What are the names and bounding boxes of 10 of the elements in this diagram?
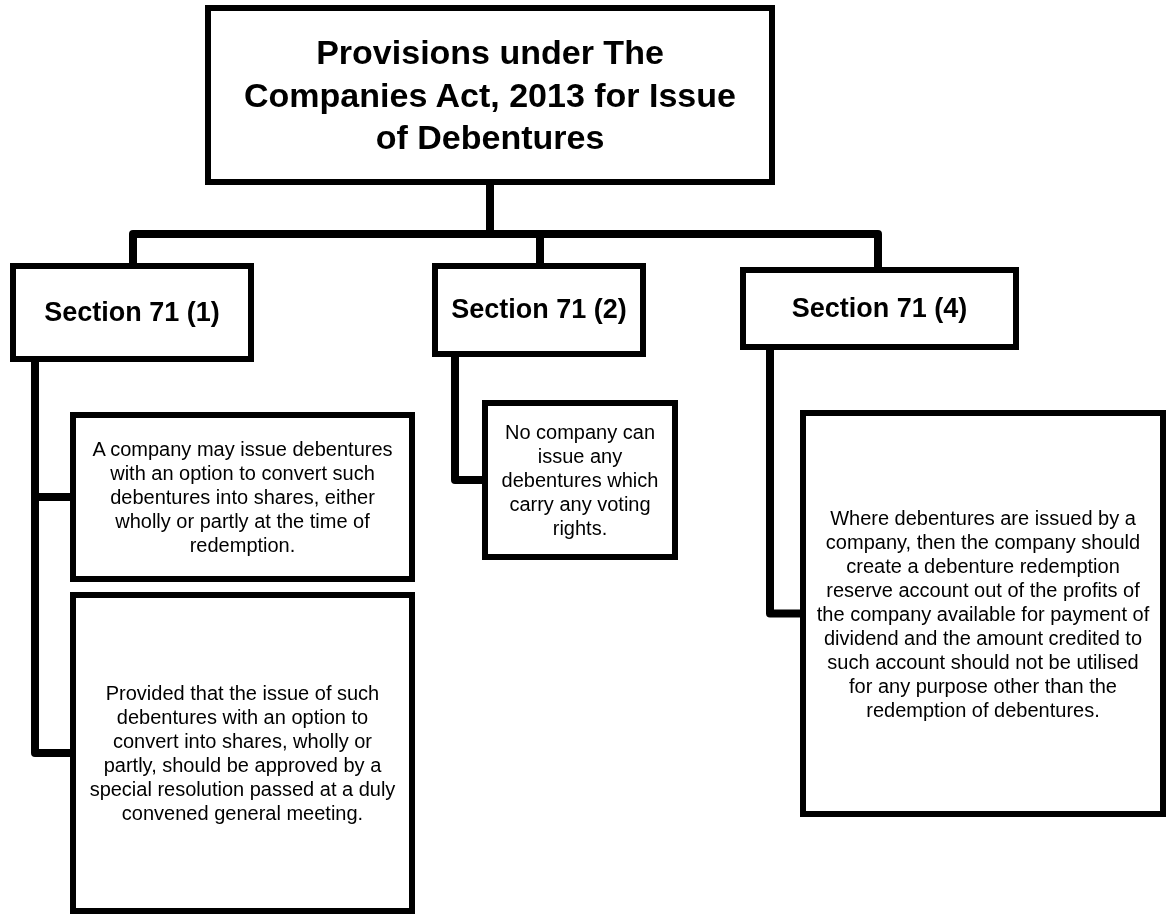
section-box: Section 71 (4): [740, 267, 1019, 350]
text-box: A company may issue debentures with an option to convert such debentures into shares, either wholly or partly at the time of redemption.: [70, 412, 415, 582]
text-box: Provided that the issue of such debentures with an option to convert into shares, wholly or partly, should be approved by a special resolution passed at a duly convened general meeting.: [70, 592, 415, 914]
connector-line: [451, 357, 482, 484]
title-box: Provisions under The Companies Act, 2013 for Issue of Debentures: [205, 5, 775, 185]
section-box: Section 71 (2): [432, 263, 646, 357]
text-box: No company can issue any debentures which carry any voting rights.: [482, 400, 678, 560]
section-box: Section 71 (1): [10, 263, 254, 362]
connector-line: [766, 350, 800, 618]
text-box: Where debentures are issued by a company, then the company should create a debenture redemption reserve account out of the profits of the company available for payment of dividend and the amount credited to such account should not be utilised for any purpose other than the redemption of debentures.: [800, 410, 1166, 817]
